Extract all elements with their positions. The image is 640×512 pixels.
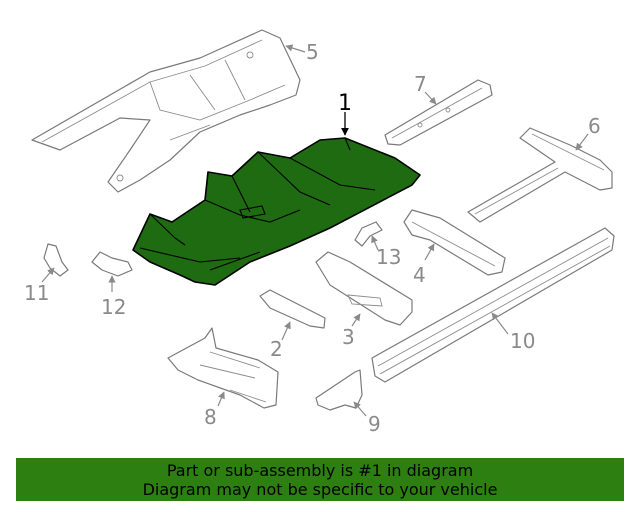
leader-4 xyxy=(424,243,435,261)
callout-6: 6 xyxy=(588,114,601,138)
notice-line-1: Part or sub-assembly is #1 in diagram xyxy=(166,461,474,480)
part-10-rocker-panel xyxy=(371,227,615,383)
parts-diagram: 5 1 7 6 4 13 10 3 xyxy=(24,29,615,436)
leader-9 xyxy=(353,401,367,417)
leader-8 xyxy=(217,391,225,407)
part-1-floor-pan xyxy=(132,137,421,286)
leader-10 xyxy=(491,312,509,335)
part-3-reinforcement xyxy=(315,251,413,326)
callout-10: 10 xyxy=(510,329,535,353)
leader-13 xyxy=(371,235,379,251)
leader-5 xyxy=(285,44,306,53)
part-4-seat-crossmember xyxy=(403,209,506,276)
callout-13: 13 xyxy=(376,245,401,269)
callout-5: 5 xyxy=(306,40,319,64)
callout-3: 3 xyxy=(342,325,355,349)
leader-11 xyxy=(41,267,55,283)
notice-banner: Part or sub-assembly is #1 in diagram Di… xyxy=(16,458,624,501)
callout-11: 11 xyxy=(24,281,49,305)
callout-12: 12 xyxy=(101,295,126,319)
leader-3 xyxy=(351,313,361,327)
leader-6 xyxy=(575,133,589,151)
part-13-bracket xyxy=(354,221,383,247)
callout-8: 8 xyxy=(204,405,217,429)
leader-2 xyxy=(281,321,291,341)
callout-9: 9 xyxy=(368,412,381,436)
part-12-bracket xyxy=(91,251,133,277)
part-8-side-member xyxy=(167,327,279,409)
notice-line-2: Diagram may not be specific to your vehi… xyxy=(142,480,498,499)
leader-7 xyxy=(424,91,437,105)
callout-2: 2 xyxy=(270,337,283,361)
part-6-rear-crossmember xyxy=(467,127,613,223)
callout-4: 4 xyxy=(413,263,426,287)
part-7-crossmember xyxy=(384,79,493,146)
callout-1: 1 xyxy=(338,91,352,116)
part-11-clip xyxy=(43,243,69,277)
callout-7: 7 xyxy=(414,72,427,96)
part-2-bracket xyxy=(259,289,326,329)
part-5-front-structure xyxy=(31,29,301,193)
